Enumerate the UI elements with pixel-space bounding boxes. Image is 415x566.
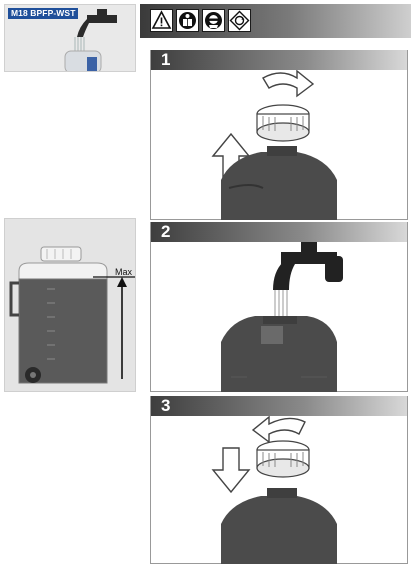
max-level-label: Max — [115, 267, 133, 277]
step-3-panel: 3 — [150, 396, 408, 564]
step-1-illustration — [211, 70, 337, 220]
safety-header-bar — [140, 4, 411, 38]
step-1-header: 1 — [151, 50, 407, 70]
faucet-tank-illustration — [64, 9, 117, 71]
tank-fill-level-diagram: Max — [4, 218, 136, 392]
eye-protection-icon — [202, 9, 225, 32]
read-manual-icon — [176, 9, 199, 32]
recycle-icon — [228, 9, 251, 32]
step-2-panel: 2 — [150, 222, 408, 392]
warning-icon — [150, 9, 173, 32]
thumbnail-tank-filling: M18 BPFP-WST — [4, 4, 136, 72]
model-label: M18 BPFP-WST — [8, 8, 79, 19]
step-3-illustration — [211, 416, 337, 564]
step-3-header: 3 — [151, 396, 407, 416]
step-1-number: 1 — [161, 50, 171, 69]
step-2-illustration — [221, 242, 343, 392]
tank-cross-section — [9, 246, 135, 384]
step-1-panel: 1 — [150, 50, 408, 220]
step-2-number: 2 — [161, 222, 171, 241]
step-2-header: 2 — [151, 222, 407, 242]
step-3-number: 3 — [161, 396, 171, 415]
